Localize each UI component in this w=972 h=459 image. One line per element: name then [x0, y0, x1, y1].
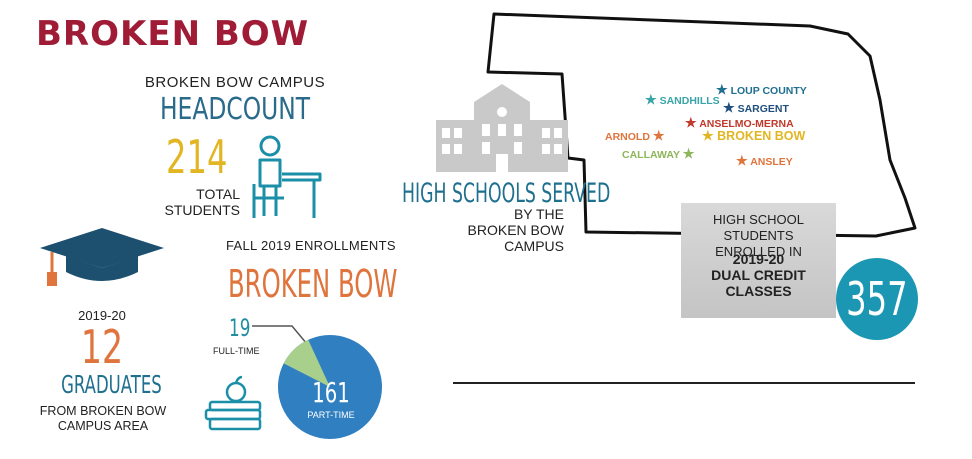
- graduation-cap-icon: [40, 228, 164, 286]
- star-icon: ★: [702, 128, 714, 143]
- campus-label: BROKEN BOW CAMPUS: [144, 74, 326, 91]
- town-anselmo-merna: ★ ANSELMO-MERNA: [685, 115, 794, 130]
- town-arnold: ARNOLD ★: [605, 128, 665, 143]
- high-schools-heading: HIGH SCHOOLS SERVED: [402, 178, 611, 209]
- part-time-value: 161: [312, 376, 350, 409]
- town-broken-bow: ★ BROKEN BOW: [702, 128, 806, 143]
- dual-credit-title: 2019-20 DUAL CREDIT CLASSES: [711, 251, 806, 299]
- full-time-label: FULL-TIME: [213, 346, 260, 356]
- town-loup-county: ★ LOUP COUNTY: [716, 82, 807, 97]
- town-sandhills: ★ SANDHILLS: [645, 92, 720, 107]
- divider-line: [453, 382, 915, 384]
- star-icon: ★: [723, 100, 735, 115]
- dual-credit-description: HIGH SCHOOL STUDENTS ENROLLED IN: [712, 212, 804, 259]
- school-building-icon: [436, 84, 568, 172]
- student-at-desk-icon: [252, 135, 322, 218]
- total-students-label: TOTAL STUDENTS: [164, 186, 240, 218]
- star-icon: ★: [736, 153, 748, 168]
- dual-credit-box: [681, 203, 836, 318]
- graduates-count: 12: [80, 320, 124, 374]
- enrollment-heading: FALL 2019 ENROLLMENTS: [226, 238, 396, 253]
- high-schools-subtitle: BY THE BROKEN BOW CAMPUS: [467, 206, 564, 254]
- town-callaway: CALLAWAY ★: [622, 146, 695, 161]
- star-icon: ★: [645, 92, 657, 107]
- star-icon: ★: [682, 146, 695, 161]
- headcount-total: 214: [166, 130, 228, 184]
- graduates-year: 2019-20: [78, 308, 126, 323]
- enrollment-pie-chart: [278, 335, 382, 439]
- headcount-heading: HEADCOUNT: [159, 92, 311, 127]
- star-icon: ★: [652, 128, 665, 143]
- town-ansley: ★ ANSLEY: [736, 153, 793, 168]
- town-sargent: ★ SARGENT: [723, 100, 789, 115]
- full-time-value: 19: [229, 314, 251, 342]
- books-apple-icon: [204, 375, 262, 431]
- enrollment-campus: BROKEN BOW: [228, 262, 398, 306]
- part-time-label: PART-TIME: [307, 410, 355, 420]
- graduates-subtitle: FROM BROKEN BOW CAMPUS AREA: [39, 404, 167, 433]
- dual-credit-count-badge: 357: [836, 258, 918, 340]
- page-title: BROKEN BOW: [36, 14, 310, 54]
- star-icon: ★: [716, 82, 728, 97]
- star-icon: ★: [685, 115, 697, 130]
